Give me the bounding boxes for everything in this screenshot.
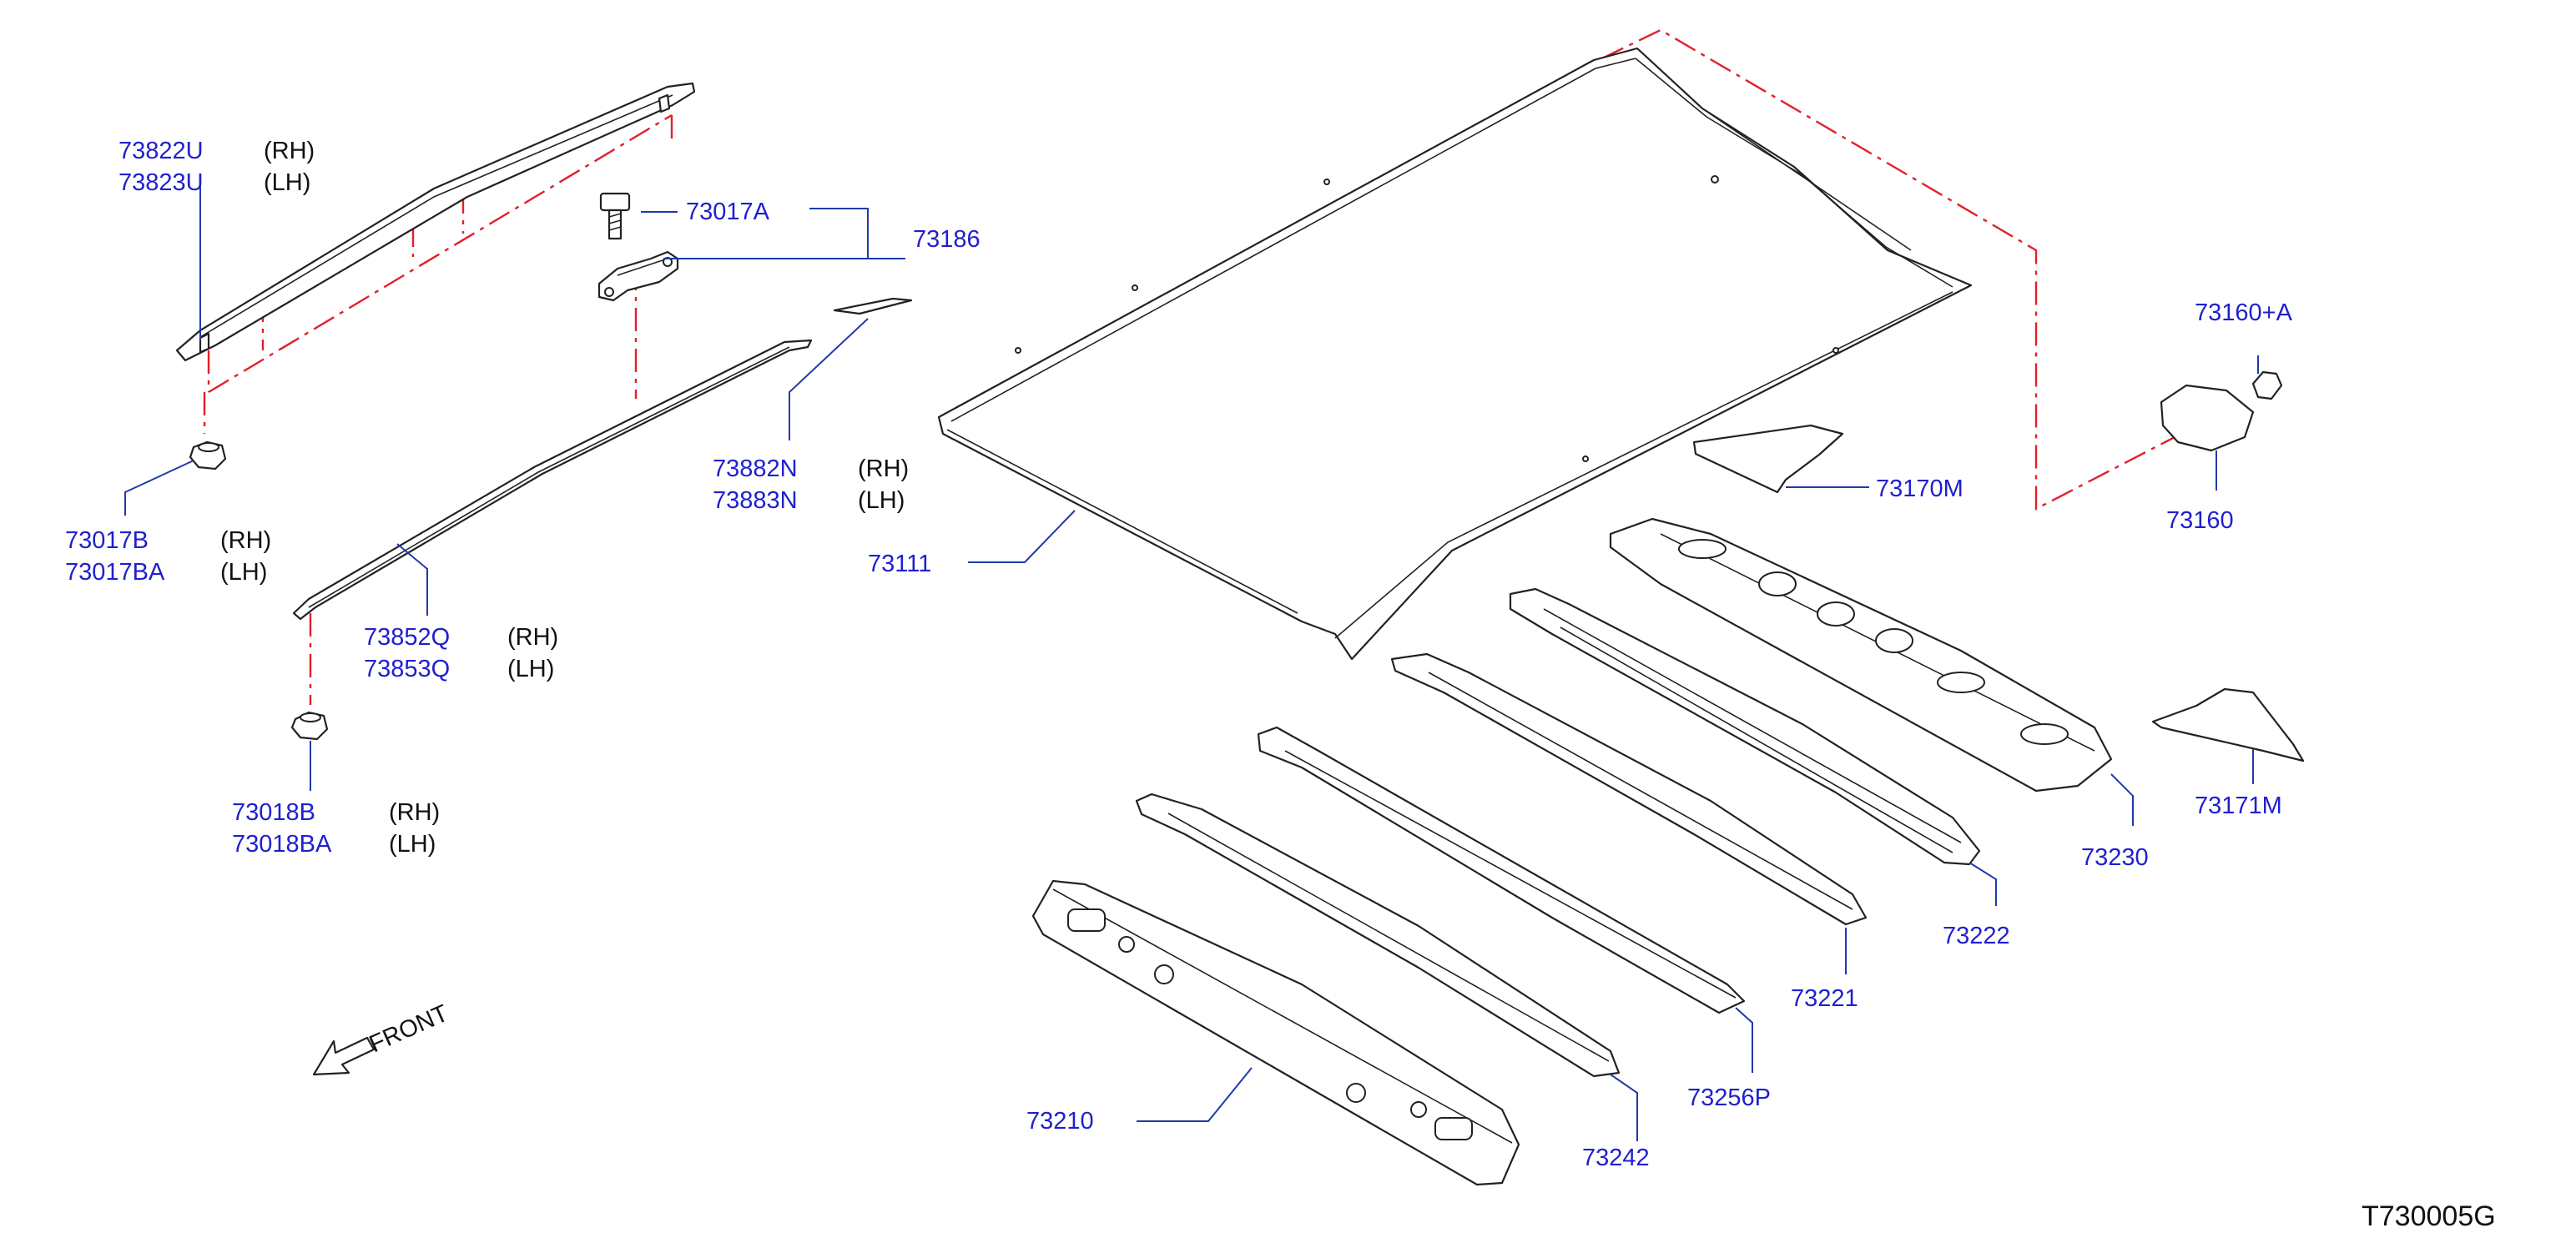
label-73882N-side: (RH) <box>858 455 909 482</box>
label-73852Q-side: (RH) <box>507 624 558 651</box>
label-73882N: 73882N <box>713 455 798 482</box>
label-73822U-side: (RH) <box>264 138 315 164</box>
label-73171M: 73171M <box>2195 793 2282 819</box>
label-73017BA: 73017BA <box>65 559 165 586</box>
label-73242: 73242 <box>1582 1145 1650 1171</box>
bolt-73017A <box>599 192 631 240</box>
label-73017A: 73017A <box>686 199 770 225</box>
label-73018B: 73018B <box>232 799 315 826</box>
label-73018BA: 73018BA <box>232 831 332 858</box>
label-73823U: 73823U <box>118 169 204 196</box>
label-73256P: 73256P <box>1687 1085 1771 1111</box>
label-73822U: 73822U <box>118 138 204 164</box>
label-73222: 73222 <box>1943 923 2010 949</box>
label-73018BA-side: (LH) <box>389 831 436 858</box>
front-label: FRONT <box>365 999 453 1058</box>
roof-panel-73111 <box>937 47 1973 661</box>
pad-73160 <box>2160 384 2255 452</box>
label-73111: 73111 <box>868 551 931 577</box>
label-73221: 73221 <box>1791 985 1858 1012</box>
roof-rail-upper <box>175 82 696 362</box>
label-73230: 73230 <box>2081 844 2149 871</box>
front-arrow: FRONT <box>312 999 453 1076</box>
bracket-73186 <box>597 250 679 302</box>
label-73017BA-side: (LH) <box>220 559 267 586</box>
label-73210: 73210 <box>1026 1108 1094 1135</box>
label-73853Q: 73853Q <box>364 656 450 682</box>
label-73186: 73186 <box>913 226 980 253</box>
front-header-73210 <box>1031 879 1520 1186</box>
label-73017B-side: (RH) <box>220 527 271 554</box>
label-73823U-side: (LH) <box>264 169 310 196</box>
leader-lines <box>124 187 2259 1141</box>
label-73160: 73160 <box>2166 507 2234 534</box>
roof-rail-lower <box>292 339 813 621</box>
roof-bow-73256P <box>1257 726 1746 1014</box>
label-73160A: 73160+A <box>2195 299 2293 326</box>
diagram-code: T730005G <box>2362 1200 2496 1232</box>
roof-bow-73222 <box>1509 587 1981 866</box>
roof-bow-73242 <box>1135 793 1621 1078</box>
label-73852Q: 73852Q <box>364 624 450 651</box>
label-73883N-side: (LH) <box>858 487 905 514</box>
spacer-73882N <box>833 297 913 315</box>
sheet-73170M <box>1692 424 1844 494</box>
clip-73018B <box>290 711 329 741</box>
roof-bow-73221 <box>1390 652 1868 926</box>
sheet-73171M <box>2151 687 2305 762</box>
label-73018B-side: (RH) <box>389 799 440 826</box>
part-labels: 73822U (RH) 73823U (LH) 73017A 73186 738… <box>65 138 2293 1171</box>
label-73017B: 73017B <box>65 527 149 554</box>
pad-73160A <box>2251 370 2283 400</box>
clip-73017B <box>189 440 227 471</box>
label-73883N: 73883N <box>713 487 798 514</box>
rear-header-73230 <box>1609 517 2113 793</box>
label-73170M: 73170M <box>1876 476 1964 502</box>
label-73853Q-side: (LH) <box>507 656 554 682</box>
